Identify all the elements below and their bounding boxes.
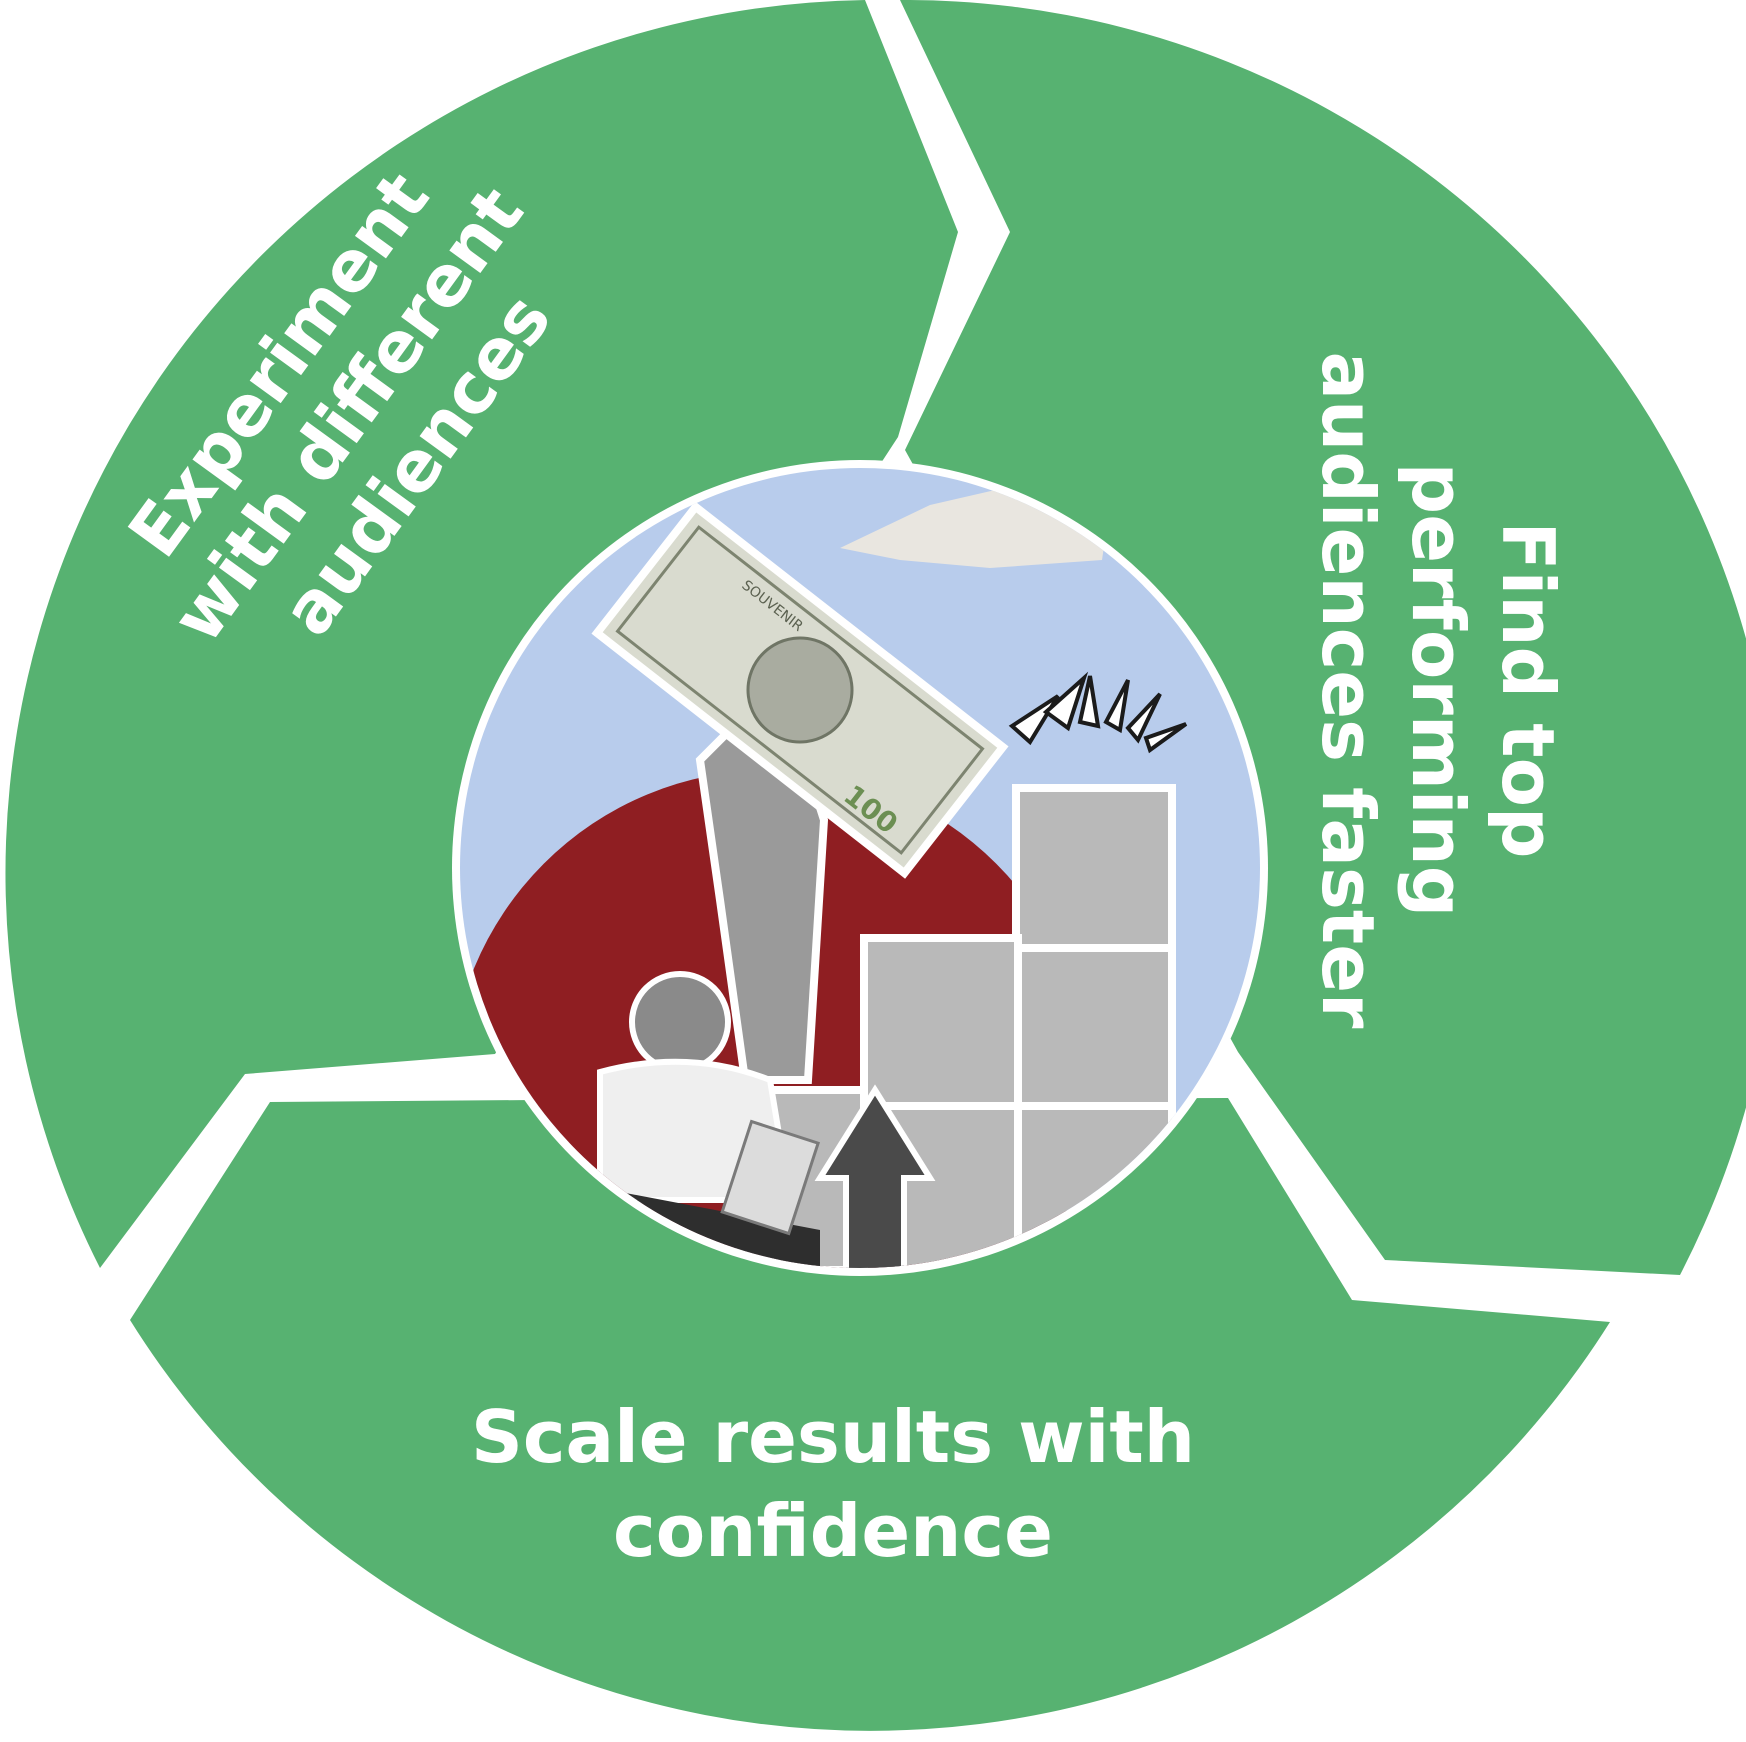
step-find-line-3: audiences faster: [1306, 351, 1390, 1029]
banknote: SOUVENIR 100: [591, 501, 1009, 879]
step-find-line-1: Find top: [1486, 521, 1570, 858]
step-find-line-2: performing: [1396, 463, 1480, 918]
segment-scale: [130, 1098, 1610, 1731]
step-label-find-top: Find top performing audiences faster: [1306, 351, 1570, 1029]
segment-experiment: [5, 0, 959, 1268]
block-top: [1012, 784, 1176, 952]
burst-icon: [1008, 671, 1188, 754]
block-left-upper: [860, 934, 1022, 1110]
step-scale-line-2: confidence: [613, 1489, 1053, 1573]
segment-find-top: [900, 0, 1746, 1275]
step-scale-line-1: Scale results with: [471, 1395, 1195, 1479]
up-arrow-icon: [814, 1084, 936, 1268]
center-illustration: SOUVENIR 100: [452, 460, 1268, 1276]
block-middle: [1012, 944, 1176, 1110]
step-label-scale: Scale results with confidence: [471, 1395, 1195, 1573]
